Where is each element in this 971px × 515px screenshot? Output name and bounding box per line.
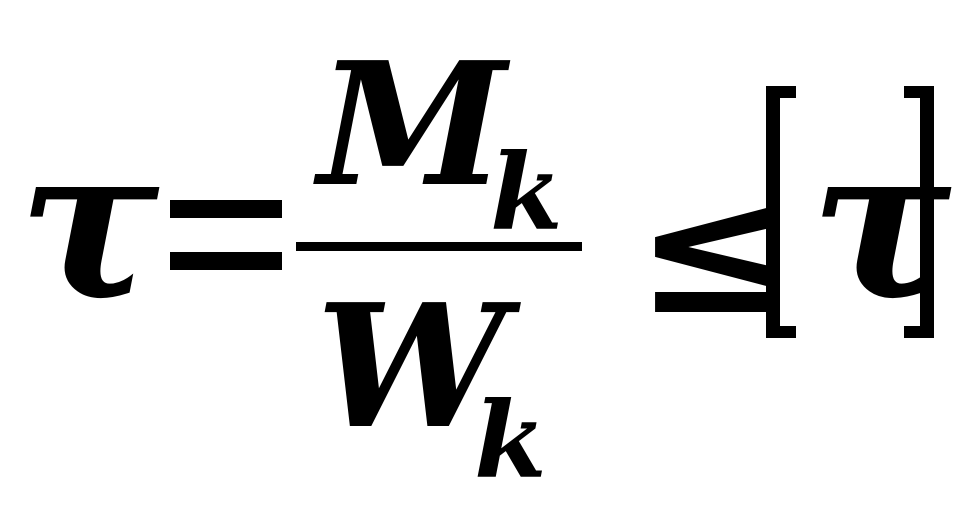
tau-symbol-left: τ — [18, 99, 160, 346]
close-square-bracket — [904, 86, 934, 338]
close-bracket-cap-top — [904, 86, 934, 98]
less-or-equal-sign: ≤ — [636, 144, 787, 355]
numerator-subscript: k — [490, 130, 563, 254]
open-square-bracket — [766, 86, 796, 338]
equals-bar-bottom — [170, 252, 282, 270]
open-bracket-stem — [766, 86, 780, 338]
close-bracket-stem — [920, 86, 934, 338]
close-bracket-cap-bottom — [904, 326, 934, 338]
open-bracket-cap-top — [766, 86, 796, 98]
fraction-bar — [296, 242, 582, 251]
equals-sign — [170, 200, 282, 270]
equals-bar-top — [170, 200, 282, 218]
denominator-symbol: W — [316, 267, 507, 467]
open-bracket-cap-bottom — [766, 326, 796, 338]
numerator-symbol: M — [318, 25, 507, 225]
denominator-subscript: k — [474, 378, 547, 502]
